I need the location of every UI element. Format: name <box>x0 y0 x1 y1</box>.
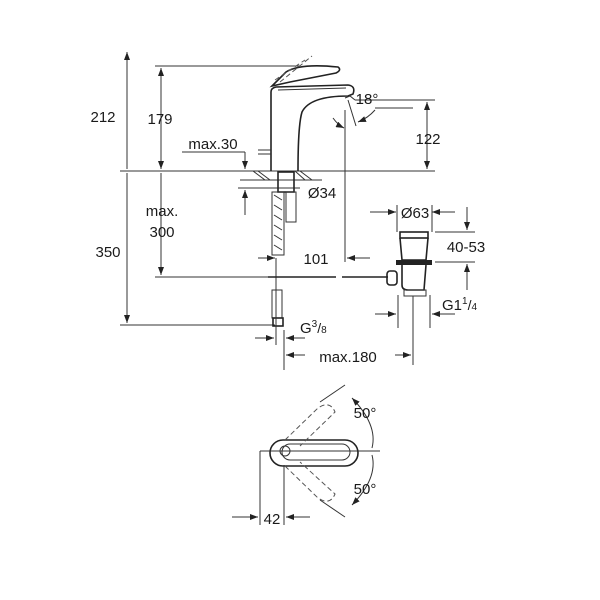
label-lever-offset: 42 <box>264 511 281 528</box>
plan-view <box>232 384 380 525</box>
label-waste-distance: max.180 <box>319 349 377 366</box>
horizontal-dimensions <box>255 255 411 358</box>
label-waste-range: 40-53 <box>447 239 485 256</box>
reference-lines <box>120 65 435 326</box>
deck-and-hoses <box>240 170 388 370</box>
label-swivel-down: 50° <box>354 481 377 498</box>
label-total-height: 212 <box>90 109 115 126</box>
label-below-deck: 350 <box>95 244 120 261</box>
label-waste-thread: G11/4 <box>442 296 477 314</box>
label-swivel-up: 50° <box>354 405 377 422</box>
faucet-elevation <box>258 55 413 172</box>
label-waste-diameter: Ø63 <box>401 205 429 222</box>
label-hose-length-1: max. <box>146 203 179 220</box>
label-hose-length-2: 300 <box>149 224 174 241</box>
label-spout-reach: 101 <box>303 251 328 268</box>
label-deck-thickness: max.30 <box>188 136 237 153</box>
waste-fitting <box>370 205 475 365</box>
label-spout-angle: 18° <box>356 91 379 108</box>
label-spout-height: 122 <box>415 131 440 148</box>
label-faucet-height: 179 <box>147 111 172 128</box>
vertical-dimensions <box>124 52 430 323</box>
label-supply-thread: G3/8 <box>300 319 327 337</box>
label-hole-diameter: Ø34 <box>308 185 336 202</box>
